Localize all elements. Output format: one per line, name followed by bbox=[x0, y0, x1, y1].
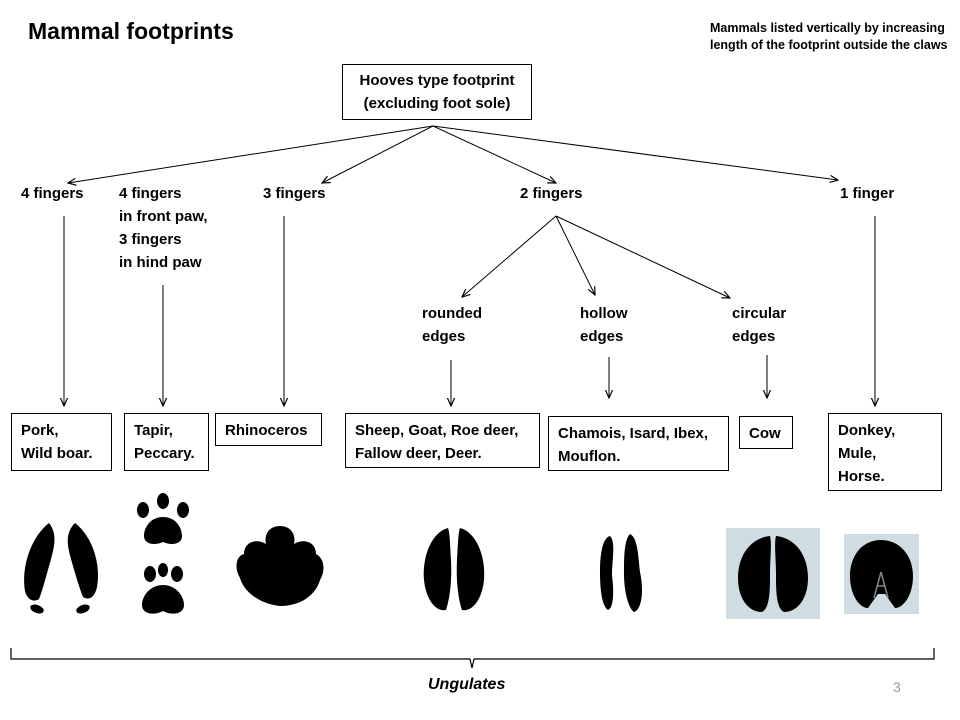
cow-footprint-icon bbox=[738, 536, 808, 612]
arrow-root-to-2-fingers bbox=[432, 125, 556, 183]
cow-footprint-panel bbox=[726, 528, 820, 619]
arrow-root-to-3-fingers bbox=[322, 125, 434, 183]
category-3-fingers: 3 fingers bbox=[263, 185, 326, 202]
animal-box-donkey: Donkey, Mule, Horse. bbox=[828, 413, 942, 491]
ungulates-brace bbox=[10, 648, 935, 669]
arrow-2-fingers-to-rounded bbox=[462, 215, 557, 297]
sheep-footprint-icon bbox=[423, 528, 485, 611]
category-4-3-fingers: 4 fingers in front paw, 3 fingers in hin… bbox=[119, 185, 208, 271]
subcategory-hollow-edges: hollow edges bbox=[580, 305, 628, 345]
arrow-2-fingers-to-hollow bbox=[555, 215, 595, 295]
tapir-footprint-icon bbox=[137, 493, 189, 614]
ordering-note: Mammals listed vertically by increasing … bbox=[710, 21, 948, 52]
arrow-root-to-4-fingers bbox=[68, 125, 434, 183]
animal-box-tapir: Tapir, Peccary. bbox=[124, 413, 209, 471]
arrow-2-fingers-to-circular bbox=[555, 215, 730, 298]
category-4-fingers: 4 fingers bbox=[21, 185, 84, 202]
subcategory-circular-edges: circular edges bbox=[732, 305, 787, 345]
page-title: Mammal footprints bbox=[28, 18, 234, 44]
animal-box-chamois: Chamois, Isard, Ibex, Mouflon. bbox=[548, 416, 729, 471]
rhinoceros-footprint-icon bbox=[236, 526, 324, 606]
animal-box-sheep: Sheep, Goat, Roe deer, Fallow deer, Deer… bbox=[345, 413, 540, 468]
chamois-footprint-icon bbox=[600, 534, 642, 612]
arrow-root-to-1-finger bbox=[432, 125, 838, 180]
pork-footprint-icon bbox=[24, 523, 99, 614]
category-1-finger: 1 finger bbox=[840, 185, 895, 202]
subcategory-rounded-edges: rounded edges bbox=[422, 305, 482, 345]
horse-footprint-panel bbox=[844, 534, 919, 614]
animal-box-cow: Cow bbox=[739, 416, 793, 449]
horse-footprint-icon bbox=[850, 540, 913, 608]
animal-box-rhinoceros: Rhinoceros bbox=[215, 413, 322, 446]
group-label-ungulates: Ungulates bbox=[428, 676, 506, 693]
animal-box-pork: Pork, Wild boar. bbox=[11, 413, 112, 471]
category-2-fingers: 2 fingers bbox=[520, 185, 583, 202]
root-node: Hooves type footprint (excluding foot so… bbox=[342, 64, 532, 120]
page-number: 3 bbox=[893, 679, 901, 695]
